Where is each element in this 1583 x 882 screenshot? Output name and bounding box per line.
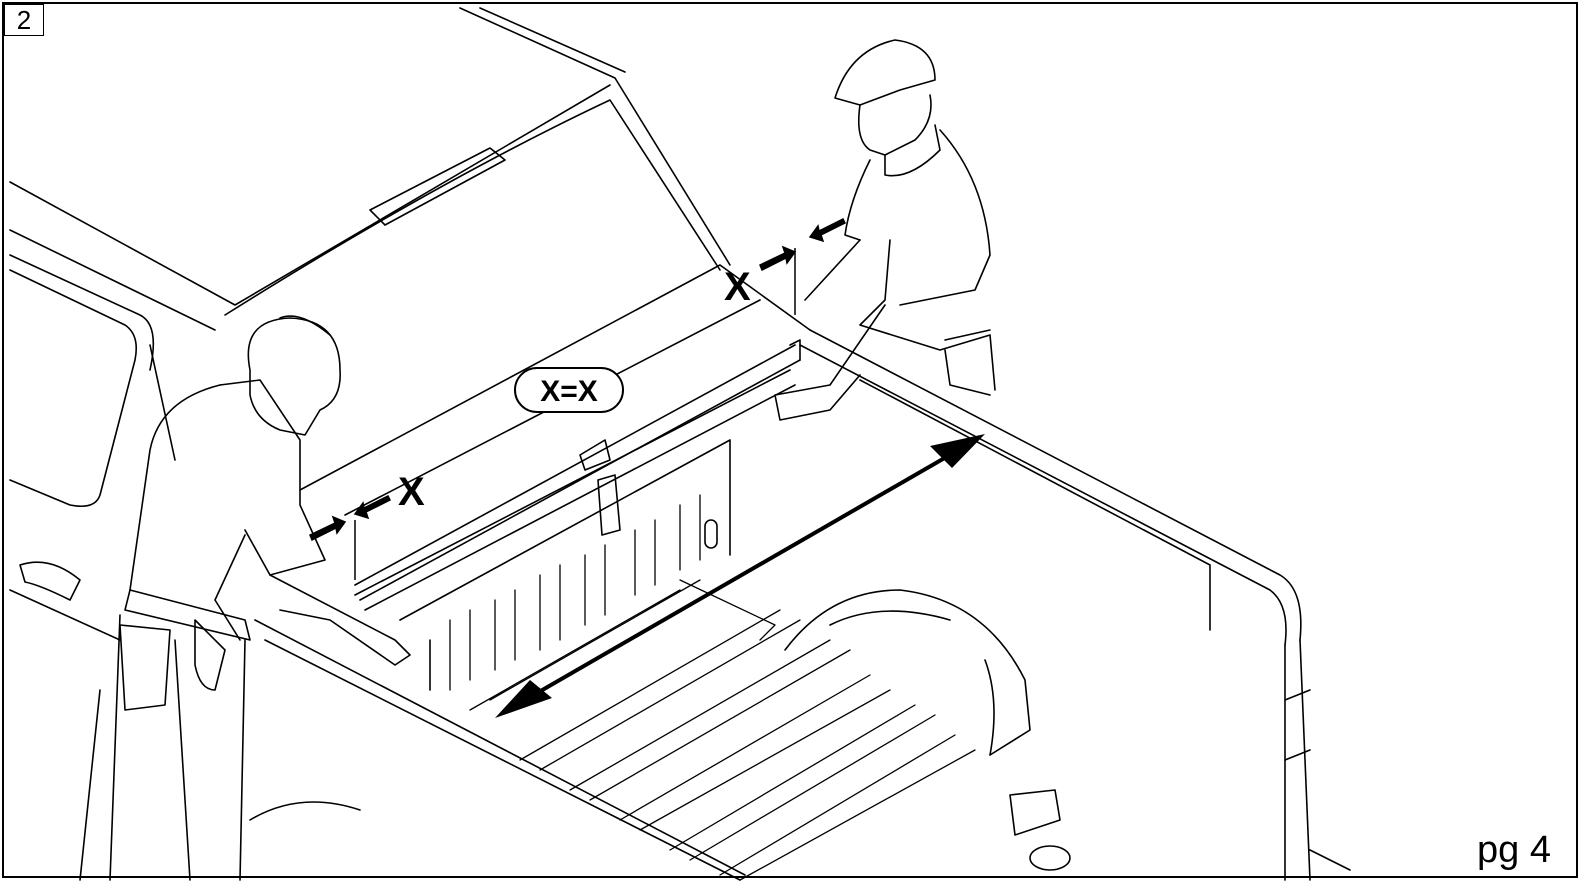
measure-arrow-right-1 xyxy=(759,245,797,272)
diagonal-arrow xyxy=(495,434,985,718)
truck-cab xyxy=(9,7,731,641)
tonneau-rail xyxy=(354,339,801,601)
x-label-right: X xyxy=(724,265,751,309)
equation-badge: X=X xyxy=(514,367,624,413)
measure-arrow-left-1 xyxy=(309,515,347,542)
measure-arrow-left-2 xyxy=(353,494,392,520)
equation-label: X=X xyxy=(540,375,598,408)
installer-right xyxy=(774,39,996,421)
step-number: 2 xyxy=(4,4,44,36)
installer-left xyxy=(79,315,411,881)
page-number: pg 4 xyxy=(1477,829,1551,871)
measure-arrow-right-2 xyxy=(808,217,847,243)
x-label-left: X xyxy=(398,470,425,514)
